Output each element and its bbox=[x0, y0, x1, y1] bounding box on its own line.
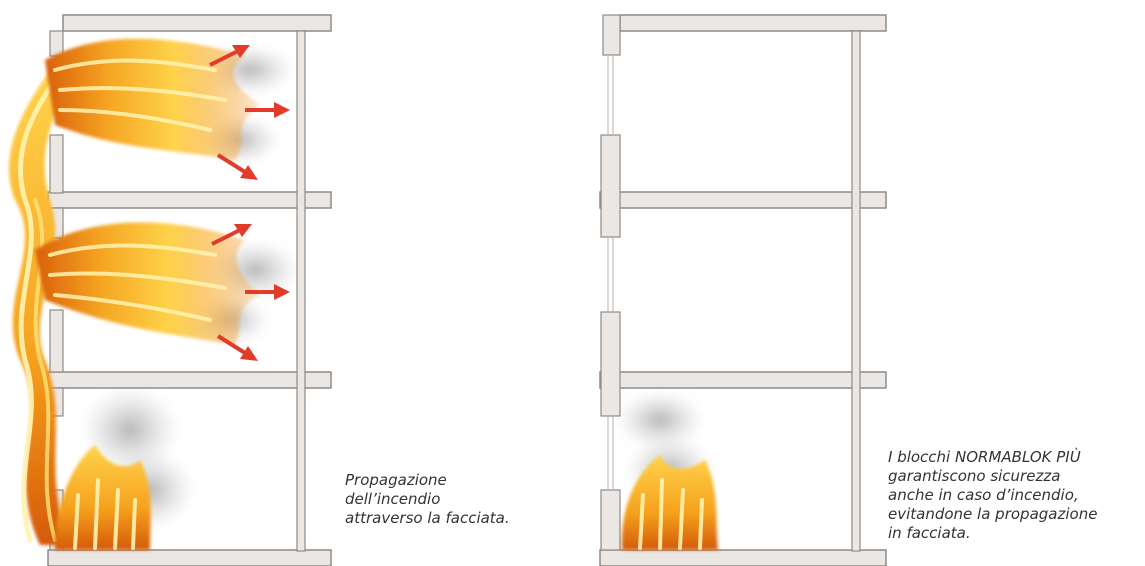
caption-line: dell’incendio bbox=[345, 490, 510, 509]
caption-line: I blocchi NORMABLOK PIÙ bbox=[888, 448, 1097, 467]
left-building bbox=[9, 15, 331, 566]
caption-line: garantiscono sicurezza bbox=[888, 467, 1097, 486]
caption-line: Propagazione bbox=[345, 471, 510, 490]
caption-normablok-safety: I blocchi NORMABLOK PIÙ garantiscono sic… bbox=[888, 448, 1097, 543]
caption-line: anche in caso d’incendio, bbox=[888, 486, 1097, 505]
caption-line: attraverso la facciata. bbox=[345, 509, 510, 528]
caption-fire-propagation: Propagazione dell’incendio attraverso la… bbox=[345, 471, 510, 528]
left-flames bbox=[9, 39, 260, 550]
caption-line: evitandone la propagazione bbox=[888, 505, 1097, 524]
caption-line: in facciata. bbox=[888, 524, 1097, 543]
right-building bbox=[600, 15, 886, 566]
